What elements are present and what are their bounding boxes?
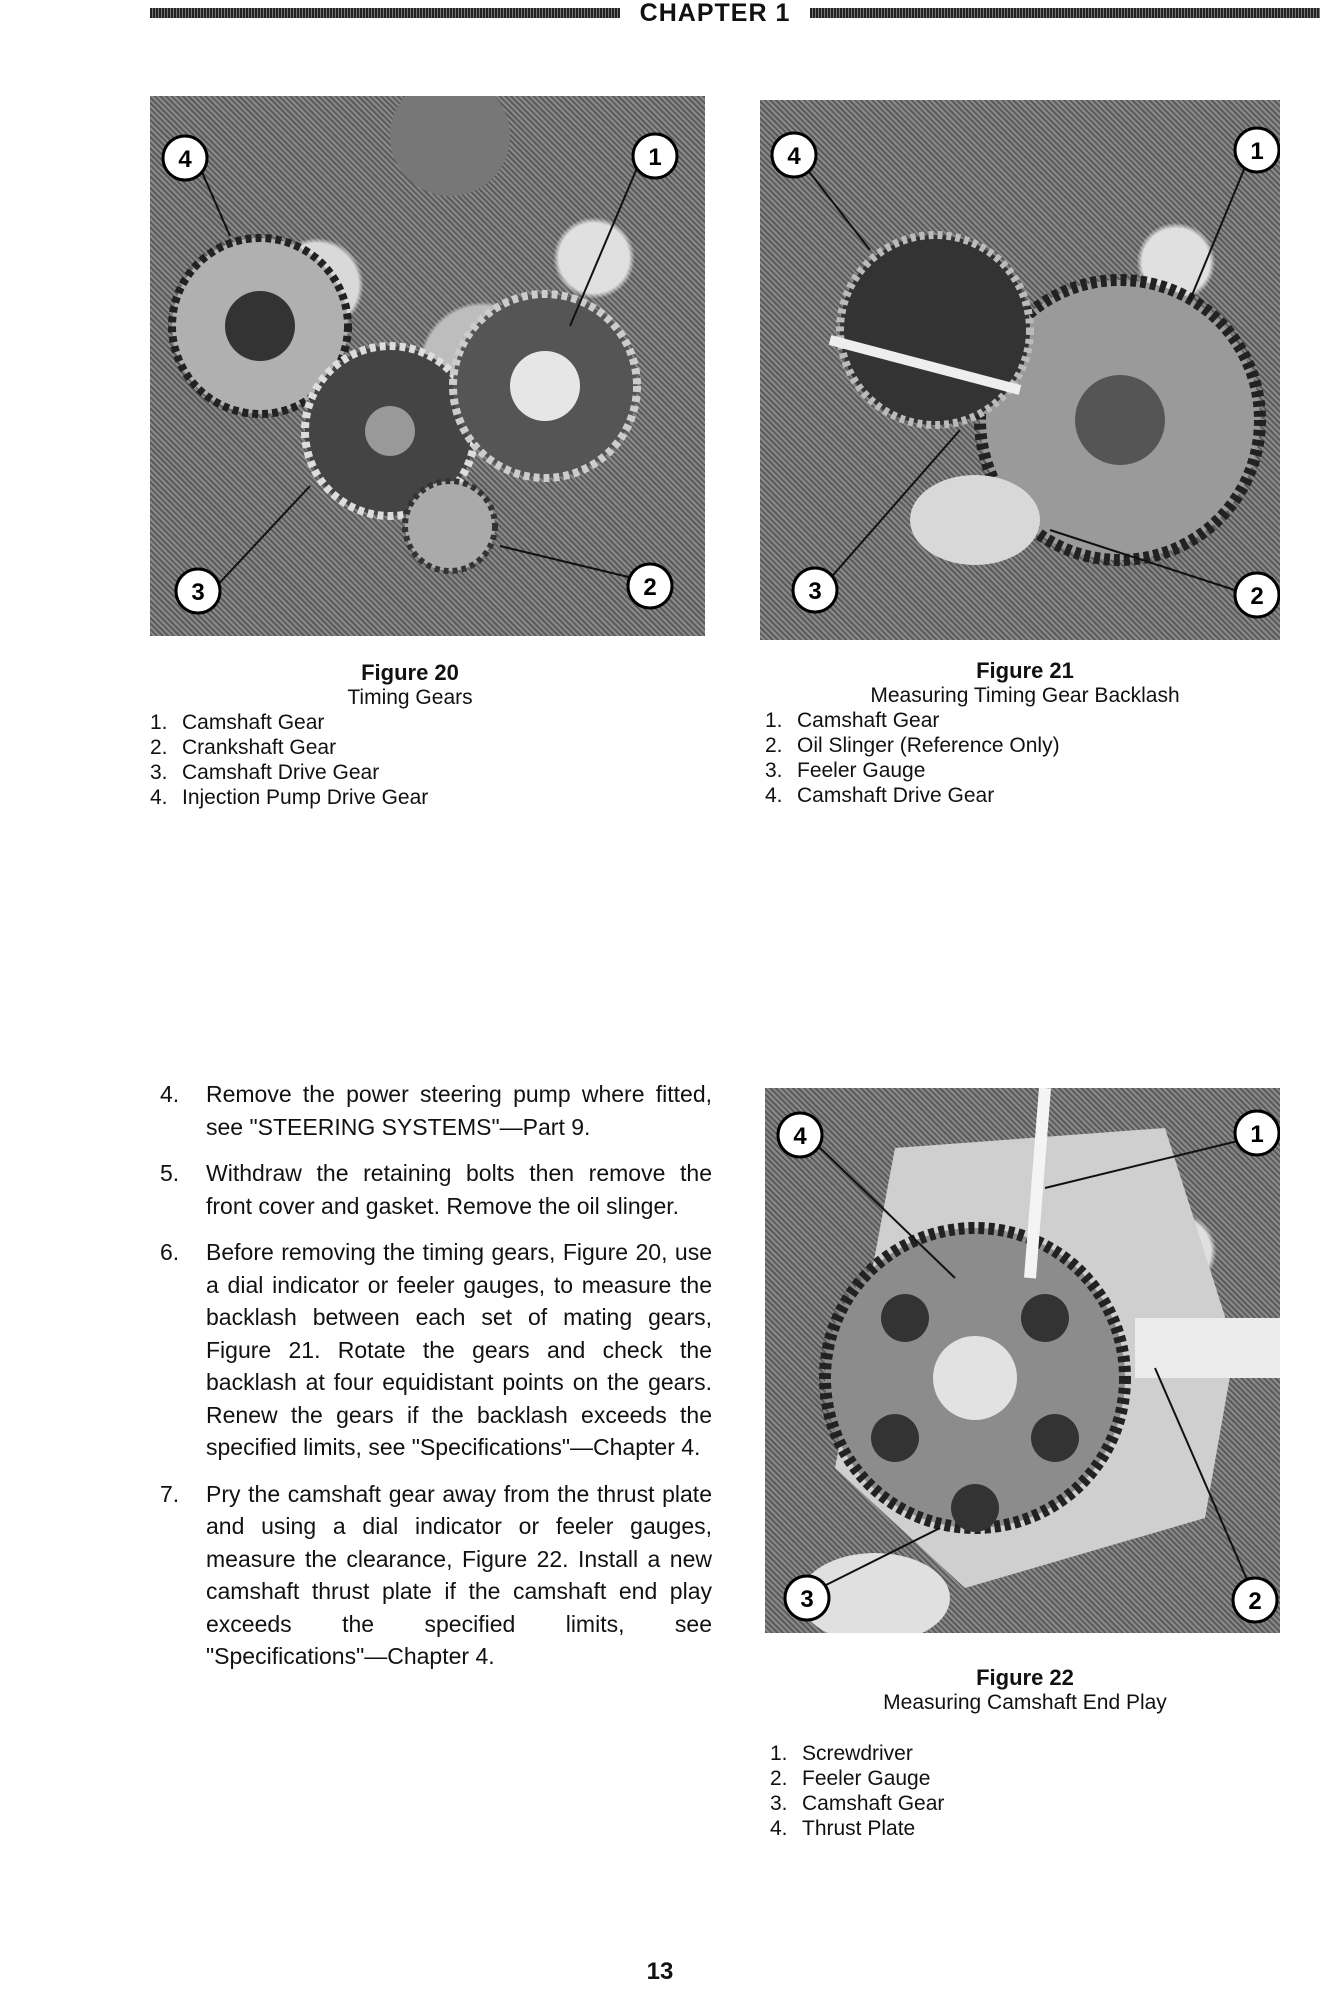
figure-20-illustration: 4 1 3 2	[161, 96, 679, 615]
figure-22-callout-4: 4	[776, 1111, 824, 1159]
figure-21-number: Figure 21	[976, 658, 1074, 683]
figure-22-callout-2: 2	[1231, 1576, 1279, 1624]
svg-text:3: 3	[191, 579, 204, 606]
figure-22-legend: 1.Screwdriver 2.Feeler Gauge 3.Camshaft …	[770, 1741, 1280, 1841]
page-number: 13	[646, 1958, 674, 1985]
svg-text:3: 3	[800, 1586, 813, 1613]
svg-text:2: 2	[1248, 1588, 1261, 1615]
step-5: 5.Withdraw the retaining bolts then remo…	[160, 1160, 712, 1219]
figure-21-callout-1: 1	[1233, 126, 1280, 174]
figure-21-caption: Figure 21 Measuring Timing Gear Backlash…	[765, 658, 1285, 808]
figure-21-title: Measuring Timing Gear Backlash	[870, 684, 1180, 707]
figure-22-caption: Figure 22 Measuring Camshaft End Play 1.…	[770, 1665, 1280, 1841]
figure-20-number: Figure 20	[361, 660, 459, 685]
legend-item: 1.Screwdriver	[770, 1742, 913, 1765]
svg-text:2: 2	[643, 574, 656, 601]
svg-text:4: 4	[178, 146, 192, 173]
svg-text:4: 4	[793, 1123, 807, 1150]
figure-20-callout-1: 1	[631, 132, 679, 180]
legend-item: 4.Injection Pump Drive Gear	[150, 786, 429, 809]
chapter-title: CHAPTER 1	[639, 0, 791, 27]
svg-text:3: 3	[808, 578, 821, 605]
figure-22-callout-3: 3	[783, 1574, 831, 1622]
figure-21-legend: 1.Camshaft Gear 2.Oil Slinger (Reference…	[765, 708, 1285, 808]
svg-text:1: 1	[1250, 1121, 1263, 1148]
svg-text:1: 1	[1250, 138, 1263, 165]
figure-22-callout-1: 1	[1233, 1109, 1280, 1157]
legend-item: 2.Feeler Gauge	[770, 1767, 931, 1790]
figure-21-illustration: 4 1 3 2	[770, 126, 1280, 619]
legend-item: 4.Thrust Plate	[770, 1817, 916, 1840]
legend-item: 1.Camshaft Gear	[150, 711, 325, 734]
legend-item: 2.Crankshaft Gear	[150, 736, 337, 759]
chapter-header: CHAPTER 1	[150, 0, 1320, 26]
figure-20-callout-3: 3	[174, 567, 222, 615]
figure-20-photo: 4 1 3 2	[150, 96, 705, 636]
legend-item: 3.Camshaft Gear	[770, 1792, 945, 1815]
legend-item: 1.Camshaft Gear	[765, 709, 940, 732]
figure-20-legend: 1.Camshaft Gear 2.Crankshaft Gear 3.Cams…	[150, 710, 670, 810]
step-7: 7.Pry the camshaft gear away from the th…	[160, 1480, 712, 1670]
figure-20-callout-2: 2	[626, 562, 674, 610]
svg-text:4: 4	[787, 143, 801, 170]
legend-item: 2.Oil Slinger (Reference Only)	[765, 734, 1060, 757]
figure-20-callout-4: 4	[161, 134, 209, 182]
step-6: 6.Before removing the timing gears, Figu…	[160, 1239, 712, 1460]
svg-text:2: 2	[1250, 583, 1263, 610]
figure-20-caption: Figure 20 Timing Gears 1.Camshaft Gear 2…	[150, 660, 670, 810]
legend-item: 3.Camshaft Drive Gear	[150, 761, 380, 784]
legend-item: 3.Feeler Gauge	[765, 759, 926, 782]
figure-22-illustration: 4 1 3 2	[776, 1088, 1280, 1633]
figure-21-callout-2: 2	[1233, 571, 1280, 619]
figure-22-title: Measuring Camshaft End Play	[883, 1691, 1167, 1714]
procedure-steps: 4.Remove the power steering pump where f…	[160, 1078, 712, 1687]
figure-22-photo: 4 1 3 2	[765, 1088, 1280, 1633]
figure-21-photo: 4 1 3 2	[760, 100, 1280, 640]
figure-20-title: Timing Gears	[347, 686, 473, 709]
step-4: 4.Remove the power steering pump where f…	[160, 1081, 712, 1140]
figure-21-callout-4: 4	[770, 131, 818, 179]
figure-22-number: Figure 22	[976, 1665, 1074, 1690]
header-rule-left	[150, 8, 620, 18]
svg-text:1: 1	[648, 144, 661, 171]
legend-item: 4.Camshaft Drive Gear	[765, 784, 995, 807]
figure-21-callout-3: 3	[791, 566, 839, 614]
header-rule-right	[810, 8, 1320, 18]
